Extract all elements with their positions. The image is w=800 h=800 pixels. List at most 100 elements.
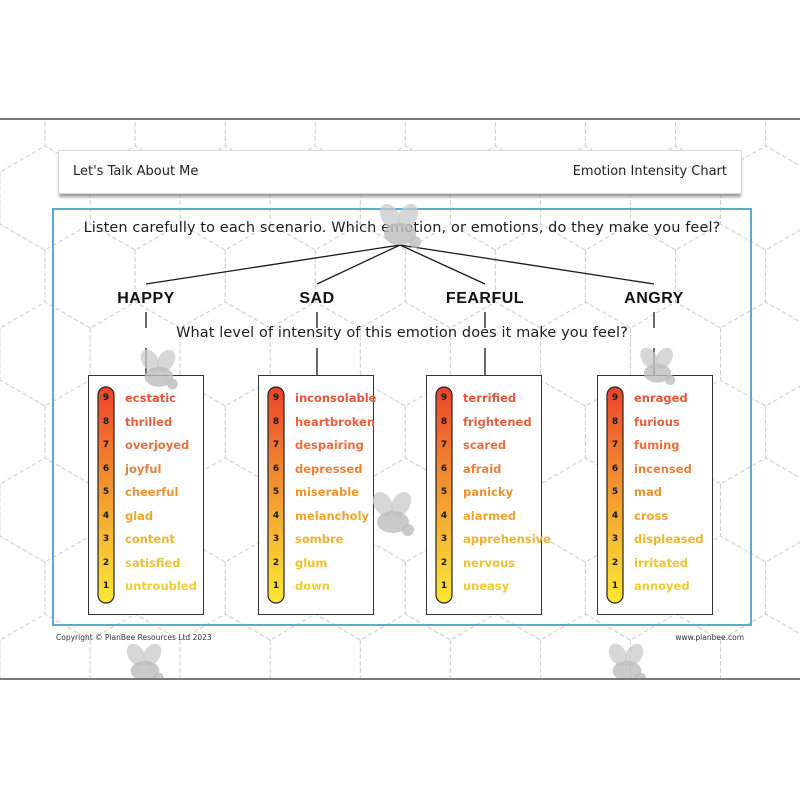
intensity-number: 8 [102,416,110,427]
emotion-word: alarmed [463,508,517,523]
intensity-number: 3 [440,534,448,544]
intensity-number: 7 [611,440,619,450]
intensity-number: 8 [272,416,280,427]
intensity-number: 1 [272,581,280,591]
intensity-number: 6 [440,463,448,474]
emotion-word: mad [634,485,662,499]
intensity-number: 4 [611,510,619,521]
header-bar: Let's Talk About Me Emotion Intensity Ch… [58,150,742,194]
emotion-word: melancholy [295,508,370,523]
lesson-title: Let's Talk About Me [73,164,199,179]
emotion-word: scared [463,438,507,452]
intensity-number: 5 [272,487,280,497]
worksheet-page: Let's Talk About Me Emotion Intensity Ch… [0,118,800,680]
hexagon-shape [720,613,800,678]
intensity-thermometer [606,386,624,604]
emotion-word: ecstatic [125,391,176,405]
bee-icon [126,643,164,678]
intensity-number: 2 [102,557,110,568]
connector-fearful [399,244,486,285]
intensity-thermometer [267,386,285,604]
thermometer-tube [606,386,624,604]
intensity-number: 4 [272,510,280,521]
emotion-word: enraged [634,391,688,405]
emotion-word: joyful [125,461,162,476]
emotion-word: irritated [634,555,689,570]
emotion-word: untroubled [125,579,197,593]
website-text: www.planbee.com [675,633,744,642]
hexagon-shape [359,613,451,678]
connector-sad [316,244,401,285]
emotion-word: inconsolable [295,391,377,405]
emotion-word: overjoyed [125,438,190,452]
intensity-number: 1 [440,581,448,591]
emotion-word: heartbroken [295,414,376,429]
emotion-label-sad: SAD [299,290,335,307]
bee-icon [379,203,421,248]
intensity-number: 4 [102,510,110,521]
intensity-number: 5 [440,487,448,497]
intensity-card-sad: 9 inconsolable 8 heartbroken 7 despairing 6 dep… [258,375,377,615]
intensity-thermometer [435,386,453,604]
emotion-label-angry: ANGRY [624,290,684,307]
intensity-number: 9 [440,393,448,403]
worksheet-title: Emotion Intensity Chart [572,164,727,179]
intensity-number: 3 [272,534,280,544]
intensity-number: 6 [611,463,619,474]
emotion-word: furious [634,414,680,429]
emotion-word: cross [634,508,669,523]
thermometer-tube [267,386,285,604]
bee-icon [140,349,178,390]
emotion-label-happy: HAPPY [117,290,175,307]
intensity-number: 3 [611,534,619,544]
emotion-word: satisfied [125,555,181,570]
emotion-word: depressed [295,461,363,476]
emotion-word: cheerful [125,485,179,499]
emotion-word: panicky [463,485,514,499]
intensity-number: 5 [611,487,619,497]
emotion-word: miserable [295,485,359,499]
instruction-intensity: What level of intensity of this emotion … [176,325,628,341]
emotion-word: frightened [463,414,532,429]
emotion-word: afraid [463,461,502,476]
intensity-number: 8 [440,416,448,427]
connector-angry [399,244,655,285]
intensity-number: 7 [440,440,448,450]
emotion-word: apprehensive [463,532,551,546]
intensity-number: 8 [611,416,619,427]
emotion-word: content [125,532,175,546]
intensity-number: 2 [272,557,280,568]
intensity-card-fearful: 9 terrified 8 frightened 7 scared 6 afraid 5 pani… [426,375,551,615]
emotion-label-fearful: FEARFUL [445,290,525,307]
hexagon-shape [539,613,631,678]
emotion-word: thrilled [125,414,173,429]
bee-icon [372,491,414,536]
bee-icon [608,643,646,678]
connector-happy [145,244,401,285]
intensity-card-angry: 9 enraged 8 furious 7 fuming 6 incensed 5 mad 4 cro… [597,375,713,615]
emotion-word: incensed [634,461,692,476]
hexagon-shape [0,613,91,678]
intensity-number: 4 [440,510,448,521]
emotion-word: glum [295,555,328,570]
emotion-word: glad [125,508,154,523]
intensity-number: 9 [611,393,619,403]
emotion-word: sombre [295,532,344,546]
intensity-number: 1 [102,581,110,591]
emotion-word: despairing [295,438,364,452]
intensity-number: 6 [272,463,280,474]
bee-icon [640,347,676,386]
emotion-word: fuming [634,438,680,452]
emotion-word: terrified [463,391,517,405]
thermometer-tube [435,386,453,604]
hexagon-shape [179,613,271,678]
emotion-word: down [295,579,330,593]
intensity-number: 9 [272,393,280,403]
intensity-number: 6 [102,463,110,474]
intensity-number: 9 [102,393,110,403]
intensity-number: 7 [272,440,280,450]
intensity-number: 3 [102,534,110,544]
intensity-number: 2 [611,557,619,568]
emotion-word: annoyed [634,579,690,593]
